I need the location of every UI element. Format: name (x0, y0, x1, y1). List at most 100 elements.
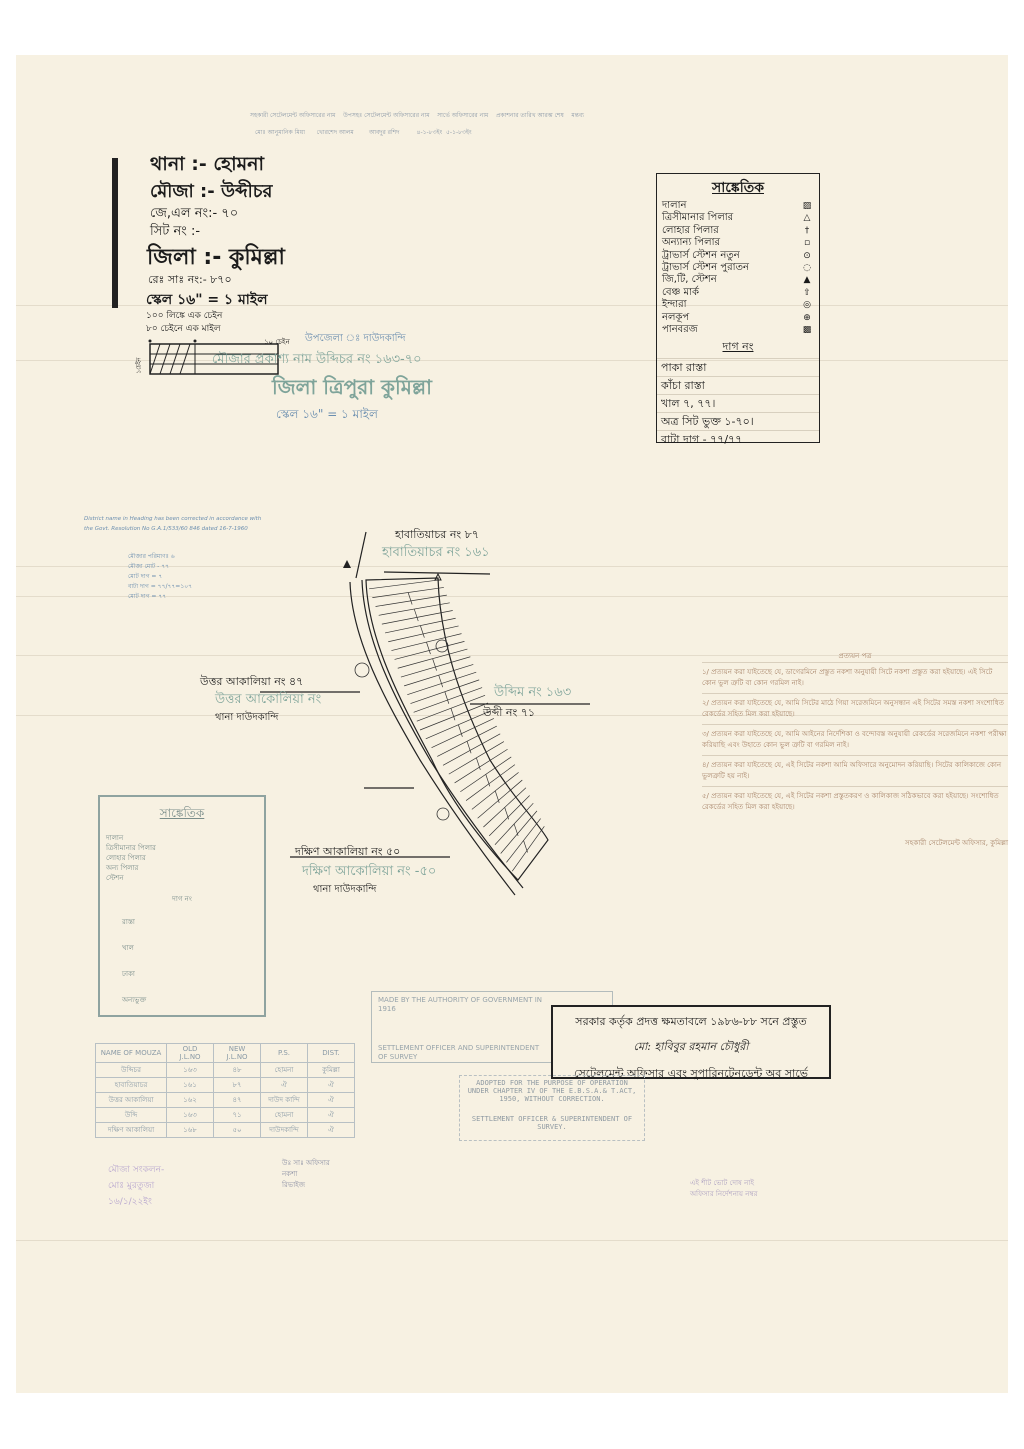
parcel-boundary (511, 826, 545, 872)
parcel-boundary (432, 658, 437, 671)
parcel-boundary (460, 756, 512, 793)
parcel-boundary (419, 702, 489, 731)
legend-item: ট্রাভার্স স্টেশন পুরাতন◌ (657, 262, 819, 274)
traverse-station-marker (436, 807, 450, 821)
bottom-note-line: নকশা (282, 1170, 298, 1178)
links-note: ১০০ লিঙ্কে এক চেইন (146, 311, 223, 321)
traverse-station-marker (354, 662, 370, 678)
mouza-label: মৌজা :- উব্দীচর (150, 181, 273, 202)
road-west-edge (349, 581, 516, 896)
scale-label: স্কেল ১৬" = ১ মাইল (146, 292, 268, 308)
legend-item: ইন্দারা◎ (657, 299, 819, 311)
legend-row: বাটা দাগ - ৭৭/৭৭ (657, 430, 819, 448)
bottom-note-line: উঃ সাঃ অফিসার (282, 1159, 330, 1167)
notes-title: প্রত্যয়ন পত্র (838, 652, 872, 660)
parcel-boundary (431, 718, 495, 748)
dotted-circle-icon: ◌ (803, 262, 811, 273)
header-cell: আবদুর রশিদ (368, 129, 400, 136)
bengali-authority-line3: সেটেলমেন্ট অফিসার এবং সুপারিনটেনডেন্ট অব… (573, 1067, 808, 1080)
bottom-note-line: ১৬/১/২২ইং (108, 1197, 152, 1207)
label-west-thana: থানা দাউদকান্দি (215, 712, 279, 723)
bengali-authority-box: সরকার কর্তৃক প্রদত্ত ক্ষমতাবলে ১৯৮৬-৮৮ স… (551, 1005, 831, 1080)
parcel-boundary (476, 757, 481, 770)
notes-signature: সহকারী সেটেলমেন্ট অফিসার, কুমিল্লা (905, 839, 1008, 847)
header-cell: সার্ভে অফিসারের নাম (437, 112, 489, 119)
old-legend-item: লোহার পিলার (106, 854, 146, 862)
table-header: DIST. (307, 1043, 355, 1063)
legend-item-label: ত্রিসীমানার পিলার (662, 212, 734, 224)
chains-note: ৮০ চেইনে এক মাইল (146, 324, 221, 334)
table-cell: ৫০ (213, 1122, 261, 1138)
old-legend-item: অন্য পিলার (106, 864, 139, 872)
table-header: P.S. (260, 1043, 308, 1063)
table-cell: উব্দি (95, 1107, 167, 1123)
header-cell: প্রকাশনার তারিখ আরম্ভ শেষ (495, 112, 564, 119)
header-cell: ৫-১-৮৩ইং (446, 129, 472, 136)
label-east-mouza-old: উব্দিম নং ১৬৩ (494, 685, 572, 700)
parcel-boundary (388, 625, 459, 643)
certification-notes: প্রত্যয়ন পত্র ১/ প্রত্যয়ন করা যাইতেছে … (702, 650, 1008, 849)
legend-item-label: বেঞ্চ মার্ক (662, 286, 699, 298)
hatched-rect-icon: ▨ (802, 201, 812, 211)
parcel-boundary (444, 691, 450, 704)
certification-note: ২/ প্রত্যয়ন করা যাইতেছে যে, আমি সিটের ম… (702, 693, 1008, 724)
correction-note-line1: District name in Heading has been correc… (84, 516, 262, 522)
parcel-boundary (454, 748, 508, 784)
bottom-note-line: অফিসার নির্দেশনায় নম্বর (690, 1190, 758, 1198)
adopted-line1: ADOPTED FOR THE PURPOSE OF OPERATION (476, 1079, 628, 1087)
legend-title: সাঙ্কেতিক (712, 180, 764, 196)
parcel-boundary (375, 594, 447, 607)
header-cell: মন্তব্য (571, 112, 584, 119)
table-header: OLD J.L.NO (166, 1043, 214, 1063)
legend-item-label: দালান (662, 200, 687, 211)
adopted-stamp: ADOPTED FOR THE PURPOSE OF OPERATION UND… (459, 1075, 645, 1141)
legend-item: জি,টি, স্টেশন▲ (657, 274, 819, 286)
table-cell: উত্তর আকালিয়া (95, 1092, 167, 1108)
certification-note: ৩/ প্রত্যয়ন করা যাইতেছে যে, আমি আইনের ন… (702, 724, 1008, 755)
parcel-boundary (369, 579, 441, 590)
parcel-boundary (466, 741, 472, 754)
authority-line1: MADE BY THE AUTHORITY OF GOVERNMENT IN 1… (378, 996, 543, 1013)
parcel-boundary (438, 675, 444, 688)
sheet-number: সিট নং :- (150, 224, 201, 239)
area-note-line: মোট দাগ = ৭৭ (128, 593, 167, 600)
area-note-line: মোট দাগ = ৭ (128, 573, 163, 580)
old-legend-row: অন্যভুক্ত (122, 996, 147, 1004)
old-legend-subtitle: দাগ নং (172, 895, 192, 903)
legend-item: পানবরজ▩ (657, 324, 819, 336)
table-cell: দাউদ কান্দি (260, 1092, 308, 1108)
parcel-boundary (483, 787, 527, 828)
legend-item: ট্রাভার্স স্টেশন নতুন⊙ (657, 250, 819, 262)
table-cell: হোমনা (260, 1062, 308, 1078)
table-cell: ৪৮ (213, 1062, 261, 1078)
legend-item-label: ইন্দারা (662, 299, 687, 311)
legend-item: ত্রিসীমানার পিলার△ (657, 212, 819, 224)
header-cell: ৪-১-৮৩ইং (416, 129, 443, 136)
label-west-mouza: উত্তর আকালিয়া নং ৪৭ (200, 675, 304, 688)
table-cell: ১৬৮ (166, 1122, 214, 1138)
table-header: NEW J.L.NO (213, 1043, 261, 1063)
parcel-boundary (458, 724, 463, 737)
betel-garden-icon: ▩ (802, 324, 812, 335)
legend-row: কাঁচা রাস্তা (657, 376, 819, 394)
correction-note-line2: the Govt. Resolution No G.A.1/533/60 846… (84, 526, 248, 532)
cross-icon: † (804, 225, 810, 236)
parcel-boundary (477, 779, 523, 819)
old-stamp-upazila: উপজেলা ঃ দাউদকান্দি (305, 333, 406, 344)
old-legend-item: স্টেশন (106, 874, 124, 882)
parcel-boundary (442, 733, 501, 766)
legend-item: নলকূপ⊕ (657, 312, 819, 324)
label-west-mouza-old: উত্তর আকোলিয়া নং (215, 692, 322, 707)
old-stamp-district: জিলা ত্রিপুরা কুমিল্লা (272, 375, 432, 399)
parcel-boundary (488, 795, 530, 837)
old-legend-row: খাল (122, 944, 134, 952)
circle-dot-icon: ⊙ (803, 250, 811, 261)
